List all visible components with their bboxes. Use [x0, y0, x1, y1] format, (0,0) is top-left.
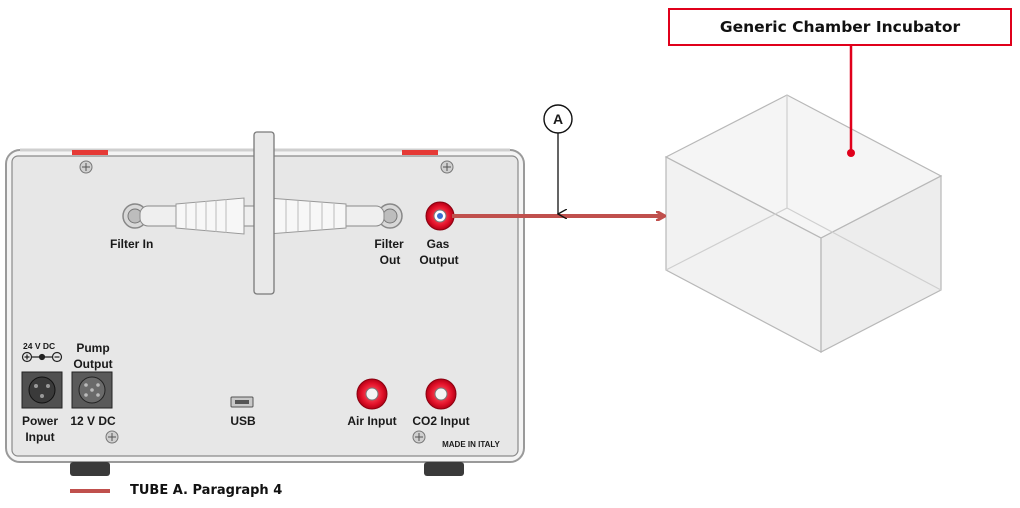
legend-swatch: [70, 488, 110, 493]
filter-disc: [253, 131, 275, 295]
device-back-panel: Filter In Filter Out Gas Output 24 V DC …: [5, 131, 525, 476]
label-co2-input: CO2 Input: [412, 414, 469, 428]
chamber-incubator: [664, 94, 943, 353]
label-gas-output-line2: Output: [419, 253, 458, 267]
screw-icon: [412, 430, 426, 444]
label-air-input: Air Input: [347, 414, 396, 428]
dc-polarity-icon: [21, 351, 63, 363]
label-usb: USB: [230, 414, 256, 428]
label-power-line2: Input: [25, 430, 54, 444]
foot-left: [70, 462, 110, 476]
gas-output-port: [425, 201, 455, 231]
callout-a: A: [543, 104, 573, 214]
label-pump-line1: Pump: [76, 341, 109, 355]
power-input-connector: [21, 371, 63, 409]
label-filter-out-line2: Out: [380, 253, 401, 267]
label-pump-line2: Output: [73, 357, 112, 371]
screw-icon: [79, 160, 93, 174]
air-input-port: [356, 378, 388, 410]
label-24v-dc: 24 V DC: [23, 341, 55, 351]
page-title: Generic Chamber Incubator: [719, 18, 961, 36]
legend: TUBE A. Paragraph 4: [70, 483, 282, 498]
screw-icon: [105, 430, 119, 444]
callout-a-label: A: [553, 111, 563, 127]
title-box: Generic Chamber Incubator: [668, 8, 1012, 46]
filter-assembly: [122, 131, 403, 295]
usb-port: [230, 396, 254, 408]
label-power-line1: Power: [22, 414, 58, 428]
label-made-in-italy: MADE IN ITALY: [442, 440, 500, 449]
legend-label: TUBE A. Paragraph 4: [130, 483, 283, 498]
label-filter-out-line1: Filter: [374, 237, 404, 251]
label-gas-output-line1: Gas: [427, 237, 450, 251]
label-pump-voltage: 12 V DC: [70, 414, 116, 428]
foot-right: [424, 462, 464, 476]
pump-output-connector: [71, 371, 113, 409]
title-leader-line: [847, 46, 855, 157]
label-filter-in: Filter In: [110, 237, 153, 251]
co2-input-port: [425, 378, 457, 410]
screw-icon: [440, 160, 454, 174]
